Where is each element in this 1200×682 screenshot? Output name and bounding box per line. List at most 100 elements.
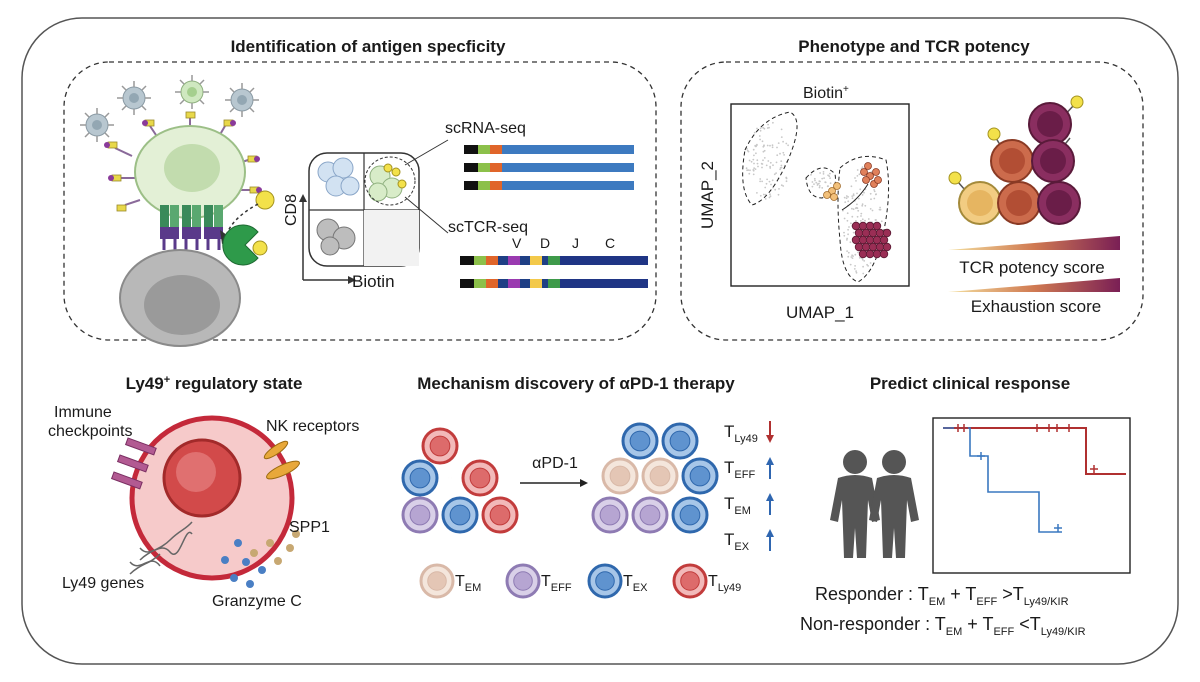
apd1-arrow-label: αPD-1 <box>532 455 578 472</box>
cell-ly49 <box>421 427 459 465</box>
mhc-complexes <box>160 227 223 250</box>
panel-mechanism-title: Mechanism discovery of αPD-1 therapy <box>417 374 735 393</box>
cell-cluster-before <box>401 427 519 534</box>
panel-ly49-title: Ly49+ regulatory state <box>126 374 303 393</box>
ly49-genes-label: Ly49 genes <box>62 575 144 592</box>
cell-eff <box>401 496 439 534</box>
tcr-potency-label: TCR potency score <box>959 258 1105 277</box>
survival-plot <box>932 417 1131 574</box>
censor-ticks <box>954 424 1098 532</box>
panel-antigen-title: Identification of antigen specficity <box>231 37 506 56</box>
tcr-potency-cells <box>948 95 1084 225</box>
virus-particles <box>80 75 259 142</box>
facs-x-label: Biotin <box>352 272 395 291</box>
change-ly49: TLy49 <box>724 421 774 445</box>
cell-ex <box>401 459 439 497</box>
ly49-cell <box>110 415 300 588</box>
tcr-potency-wedge <box>948 236 1120 250</box>
granule-dots <box>221 530 300 588</box>
change-eff: TEFF <box>724 457 774 481</box>
cell-eff <box>591 496 629 534</box>
virus-particle-green <box>175 75 209 109</box>
panel-phenotype-title: Phenotype and TCR potency <box>798 37 1030 56</box>
facs-cells-green <box>364 156 416 206</box>
umap-plot <box>730 103 910 287</box>
legend-label: TLy49 <box>708 573 741 594</box>
exhaustion-wedge <box>948 278 1120 292</box>
nk-receptors-label: NK receptors <box>266 418 359 435</box>
change-ex: TEX <box>724 529 774 553</box>
patients-icon <box>830 450 919 558</box>
panel-ly49: Ly49+ regulatory state Immune checkpoint… <box>48 374 359 610</box>
segment-d-label: D <box>540 235 550 251</box>
responder-survival-curve <box>943 427 1126 475</box>
sctcr-label: scTCR-seq <box>448 219 528 236</box>
scrna-read <box>464 145 634 154</box>
legend-ly49: TLy49 <box>672 563 741 599</box>
virus-particle-gray <box>80 108 114 142</box>
segment-j-label: J <box>572 235 579 251</box>
cell-em <box>419 563 455 599</box>
scrna-read <box>464 163 634 172</box>
subset-legend: TEM TEFF TEX TLy49 <box>419 563 741 599</box>
spp1-label: SPP1 <box>289 519 330 536</box>
cell-ex <box>441 496 479 534</box>
umap-cluster-3 <box>837 155 890 283</box>
immune-checkpoints-label-2: checkpoints <box>48 423 133 440</box>
legend-eff: TEFF <box>505 563 572 599</box>
cell-ex <box>621 422 659 460</box>
change-label: TLy49 <box>724 422 758 445</box>
granzyme-label: Granzyme C <box>212 593 302 610</box>
virus-particle-gray-2 <box>117 81 151 115</box>
legend-em: TEM <box>419 563 481 599</box>
cell-ly49 <box>461 459 499 497</box>
sctcr-reads <box>460 256 648 288</box>
legend-label: TEFF <box>541 573 572 594</box>
biotin-bead-icon <box>255 190 275 210</box>
nonresponder-survival-curve <box>943 427 1062 533</box>
cell-ex <box>671 496 709 534</box>
panel-antigen: Identification of antigen specficity <box>63 37 657 347</box>
cell-ly49 <box>672 563 708 599</box>
exhaustion-label: Exhaustion score <box>971 297 1101 316</box>
panel-phenotype-box <box>680 61 1144 341</box>
ly49-genes-dna-icon <box>129 521 193 575</box>
nonresponder-rule: Non-responder : TEM + TEFF <TLy49/KIR <box>800 614 1086 638</box>
facs-y-label: CD8 <box>283 194 300 226</box>
segment-v-label: V <box>512 235 522 251</box>
umap-x-label: UMAP_1 <box>786 303 854 322</box>
facs-cells-blue <box>317 157 360 197</box>
umap-highlight-points <box>823 162 892 259</box>
umap-y-label: UMAP_2 <box>698 161 717 229</box>
sctcr-read <box>460 279 648 288</box>
cell-eff <box>631 496 669 534</box>
cell-ex <box>661 422 699 460</box>
tcr-receptors <box>160 205 223 227</box>
umap-title: Biotin+ <box>803 84 849 102</box>
cell-eff <box>505 563 541 599</box>
panel-clinical: Predict clinical response Responder : TE… <box>800 374 1131 638</box>
cell-cluster-after <box>591 422 719 534</box>
cell-ly49 <box>481 496 519 534</box>
scrna-read <box>464 181 634 190</box>
scrna-reads <box>464 145 634 190</box>
responder-rule: Responder : TEM + TEFF >TLy49/KIR <box>815 584 1069 608</box>
umap-cluster-1 <box>742 111 798 206</box>
cell-ex <box>681 457 719 495</box>
panel-antigen-box <box>63 61 657 341</box>
streptavidin-pacman-icon <box>222 224 259 266</box>
cell-em <box>641 457 679 495</box>
sctcr-read <box>460 256 648 265</box>
segment-c-label: C <box>605 235 615 251</box>
cell-em <box>601 457 639 495</box>
checkpoint-receptors <box>110 437 157 490</box>
panel-phenotype: Phenotype and TCR potency Biotin+ UMAP_2… <box>680 37 1144 341</box>
panel-clinical-title: Predict clinical response <box>870 374 1070 393</box>
change-label: TEX <box>724 530 750 553</box>
legend-ex: TEX <box>587 563 648 599</box>
scrna-label: scRNA-seq <box>445 120 526 137</box>
cell-ex <box>587 563 623 599</box>
